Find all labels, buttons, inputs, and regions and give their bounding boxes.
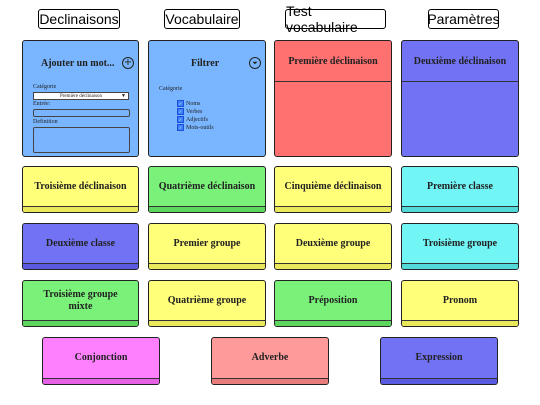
category-select-value: Première déclinaison	[59, 93, 103, 99]
add-word-panel: Ajouter un mot... + Catégorie Première d…	[22, 40, 139, 157]
filter-option-noms[interactable]: ✓ Noms	[177, 100, 200, 107]
card-conjonction[interactable]: Conjonction	[42, 337, 160, 385]
card-title: Première classe	[427, 180, 493, 192]
card-premiere-declinaison[interactable]: Première déclinaison	[274, 40, 392, 157]
checkbox-checked-icon: ✓	[177, 116, 184, 123]
tab-vocabulaire[interactable]: Vocabulaire	[164, 9, 240, 29]
card-quatrieme-groupe[interactable]: Quatrième groupe	[148, 280, 266, 327]
filter-title: Filtrer	[191, 58, 220, 69]
card-expression[interactable]: Expression	[380, 337, 498, 385]
entry-label: Entrée:	[33, 101, 51, 107]
filter-option-verbes[interactable]: ✓ Verbes	[177, 108, 202, 115]
card-premier-groupe[interactable]: Premier groupe	[148, 223, 266, 270]
filter-category-label: Catégorie	[159, 86, 183, 92]
card-title: Troisième déclinaison	[34, 180, 127, 192]
entry-field[interactable]	[33, 109, 130, 117]
card-title: Quatrième déclinaison	[158, 180, 256, 192]
definition-field[interactable]	[33, 127, 130, 153]
add-word-title: Ajouter un mot...	[41, 58, 115, 69]
card-title: Expression	[415, 352, 463, 364]
card-title: Premier groupe	[173, 237, 241, 249]
definition-label: Definition	[33, 119, 58, 125]
card-quatrieme-declinaison[interactable]: Quatrième déclinaison	[148, 166, 266, 213]
card-title: Quatrième groupe	[167, 294, 247, 306]
card-title: Pronom	[442, 294, 478, 306]
category-select[interactable]: Première déclinaison ▼	[33, 92, 129, 100]
card-preposition[interactable]: Préposition	[274, 280, 392, 327]
plus-icon[interactable]: +	[122, 57, 134, 69]
filter-option-label: Mots-outils	[186, 124, 214, 131]
card-cinquieme-declinaison[interactable]: Cinquième déclinaison	[274, 166, 392, 213]
card-troisieme-groupe[interactable]: Troisième groupe	[401, 223, 519, 270]
chevron-down-icon: ▼	[121, 93, 126, 99]
checkbox-checked-icon: ✓	[177, 100, 184, 107]
card-deuxieme-classe[interactable]: Deuxième classe	[22, 223, 139, 270]
card-title: Adverbe	[251, 352, 289, 364]
filter-option-label: Adjectifs	[186, 116, 208, 123]
card-premiere-classe[interactable]: Première classe	[401, 166, 519, 213]
filter-panel: Filtrer ⏷ Catégorie ✓ Noms ✓ Verbes ✓ Ad…	[148, 40, 266, 157]
tab-test-vocabulaire[interactable]: Test vocabulaire	[285, 3, 386, 35]
filter-option-mots-outils[interactable]: ✓ Mots-outils	[177, 124, 214, 131]
filter-icon[interactable]: ⏷	[249, 57, 261, 69]
card-title: Troisième groupe	[422, 237, 498, 249]
checkbox-checked-icon: ✓	[177, 124, 184, 131]
category-label: Catégorie	[33, 84, 57, 90]
card-title: Deuxième groupe	[295, 237, 371, 249]
card-troisieme-declinaison[interactable]: Troisième déclinaison	[22, 166, 139, 213]
card-title: Cinquième déclinaison	[284, 180, 382, 192]
card-deuxieme-declinaison[interactable]: Deuxième déclinaison	[401, 40, 519, 157]
filter-option-adjectifs[interactable]: ✓ Adjectifs	[177, 116, 208, 123]
card-title: Troisième groupe mixte	[43, 289, 118, 312]
tab-declinaisons[interactable]: Declinaisons	[38, 9, 120, 29]
card-title: Deuxième classe	[45, 237, 116, 249]
card-pronom[interactable]: Pronom	[401, 280, 519, 327]
tab-parametres[interactable]: Paramètres	[427, 9, 500, 29]
card-troisieme-groupe-mixte[interactable]: Troisième groupe mixte	[22, 280, 139, 327]
card-deuxieme-groupe[interactable]: Deuxième groupe	[274, 223, 392, 270]
card-title: Première déclinaison	[275, 41, 391, 82]
checkbox-checked-icon: ✓	[177, 108, 184, 115]
filter-option-label: Verbes	[186, 108, 203, 115]
card-title: Conjonction	[74, 352, 128, 364]
card-title: Préposition	[308, 294, 358, 306]
card-adverbe[interactable]: Adverbe	[211, 337, 329, 385]
filter-option-label: Noms	[186, 100, 201, 107]
card-title: Deuxième déclinaison	[402, 41, 518, 82]
